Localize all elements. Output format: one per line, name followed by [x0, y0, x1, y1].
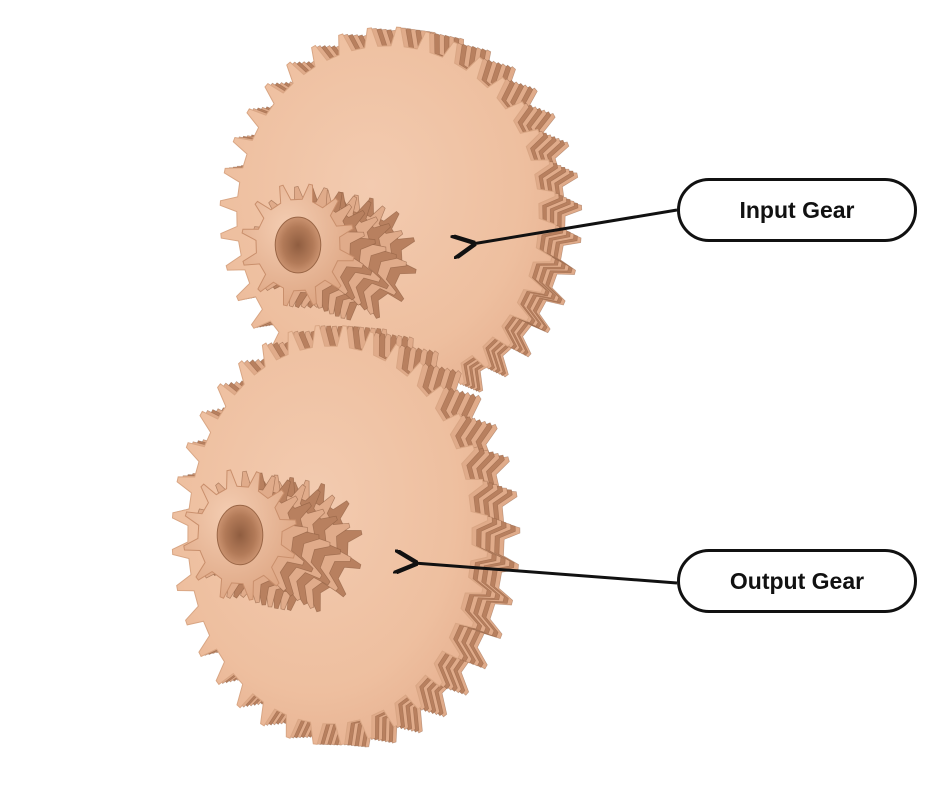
output-gear [171, 324, 521, 748]
output-bore-hole [216, 504, 264, 566]
input-gear-label: Input Gear [677, 178, 917, 242]
output-pinion [183, 469, 363, 613]
output-gear-arrow [414, 563, 678, 585]
input-gear [219, 26, 583, 408]
input-pinion [241, 183, 417, 321]
output-gear-label: Output Gear [677, 549, 917, 613]
input-gear-arrow [472, 208, 678, 244]
input-bore-hole [274, 216, 322, 274]
input-gear-front-face [219, 26, 557, 404]
input-gear-face [219, 26, 557, 404]
